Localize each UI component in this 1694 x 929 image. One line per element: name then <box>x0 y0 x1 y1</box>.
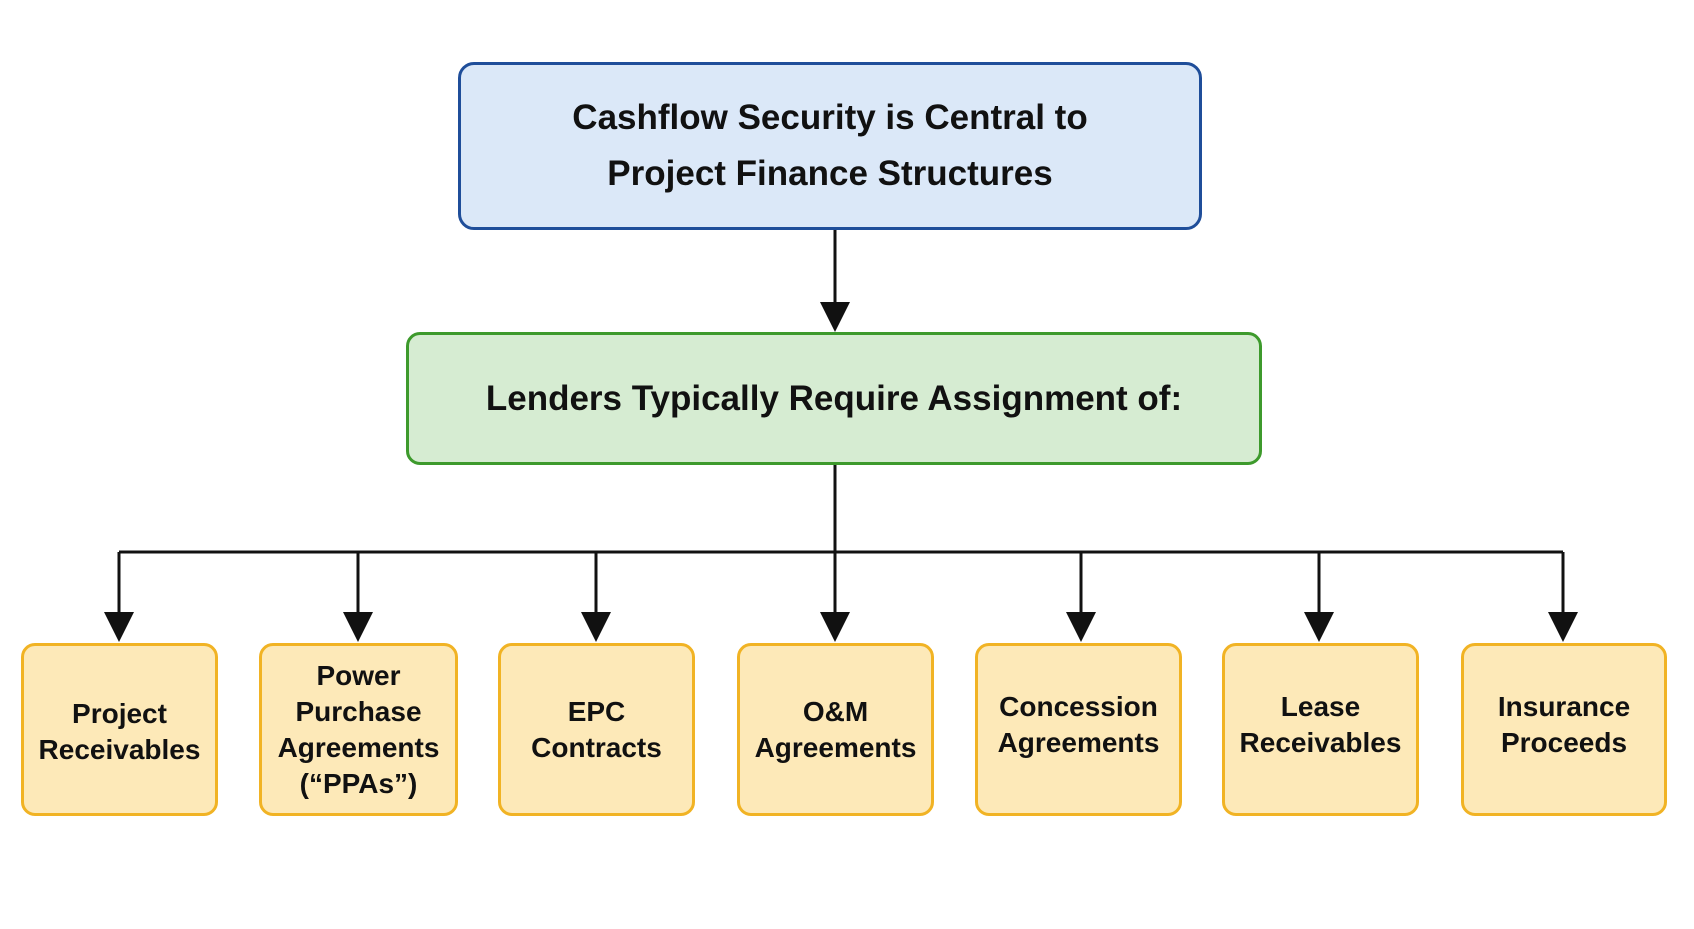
leaf-node-insurance-proceeds: Insurance Proceeds <box>1461 643 1667 816</box>
leaf-node-text: Project Receivables <box>38 697 201 765</box>
leaf-node-text: Lease Receivables <box>1239 690 1402 758</box>
leaf-node-text: Insurance Proceeds <box>1497 690 1631 758</box>
top-node: Cashflow Security is Central to Project … <box>458 62 1202 230</box>
leaf-node-lease-receivables: Lease Receivables <box>1222 643 1419 816</box>
top-node-text: Cashflow Security is Central to Project … <box>572 98 1088 193</box>
middle-node: Lenders Typically Require Assignment of: <box>406 332 1262 465</box>
leaf-node-text: EPC Contracts <box>531 695 662 763</box>
leaf-node-om-agreements: O&M Agreements <box>737 643 934 816</box>
leaf-node-text: O&M Agreements <box>754 695 917 763</box>
leaf-node-concession-agreements: Concession Agreements <box>975 643 1182 816</box>
leaf-node-power-purchase-agreements: Power Purchase Agreements (“PPAs”) <box>259 643 458 816</box>
leaf-node-text: Power Purchase Agreements (“PPAs”) <box>277 659 440 799</box>
middle-node-text: Lenders Typically Require Assignment of: <box>485 378 1183 418</box>
leaf-node-text: Concession Agreements <box>997 690 1160 758</box>
leaf-node-epc-contracts: EPC Contracts <box>498 643 695 816</box>
leaf-node-project-receivables: Project Receivables <box>21 643 218 816</box>
